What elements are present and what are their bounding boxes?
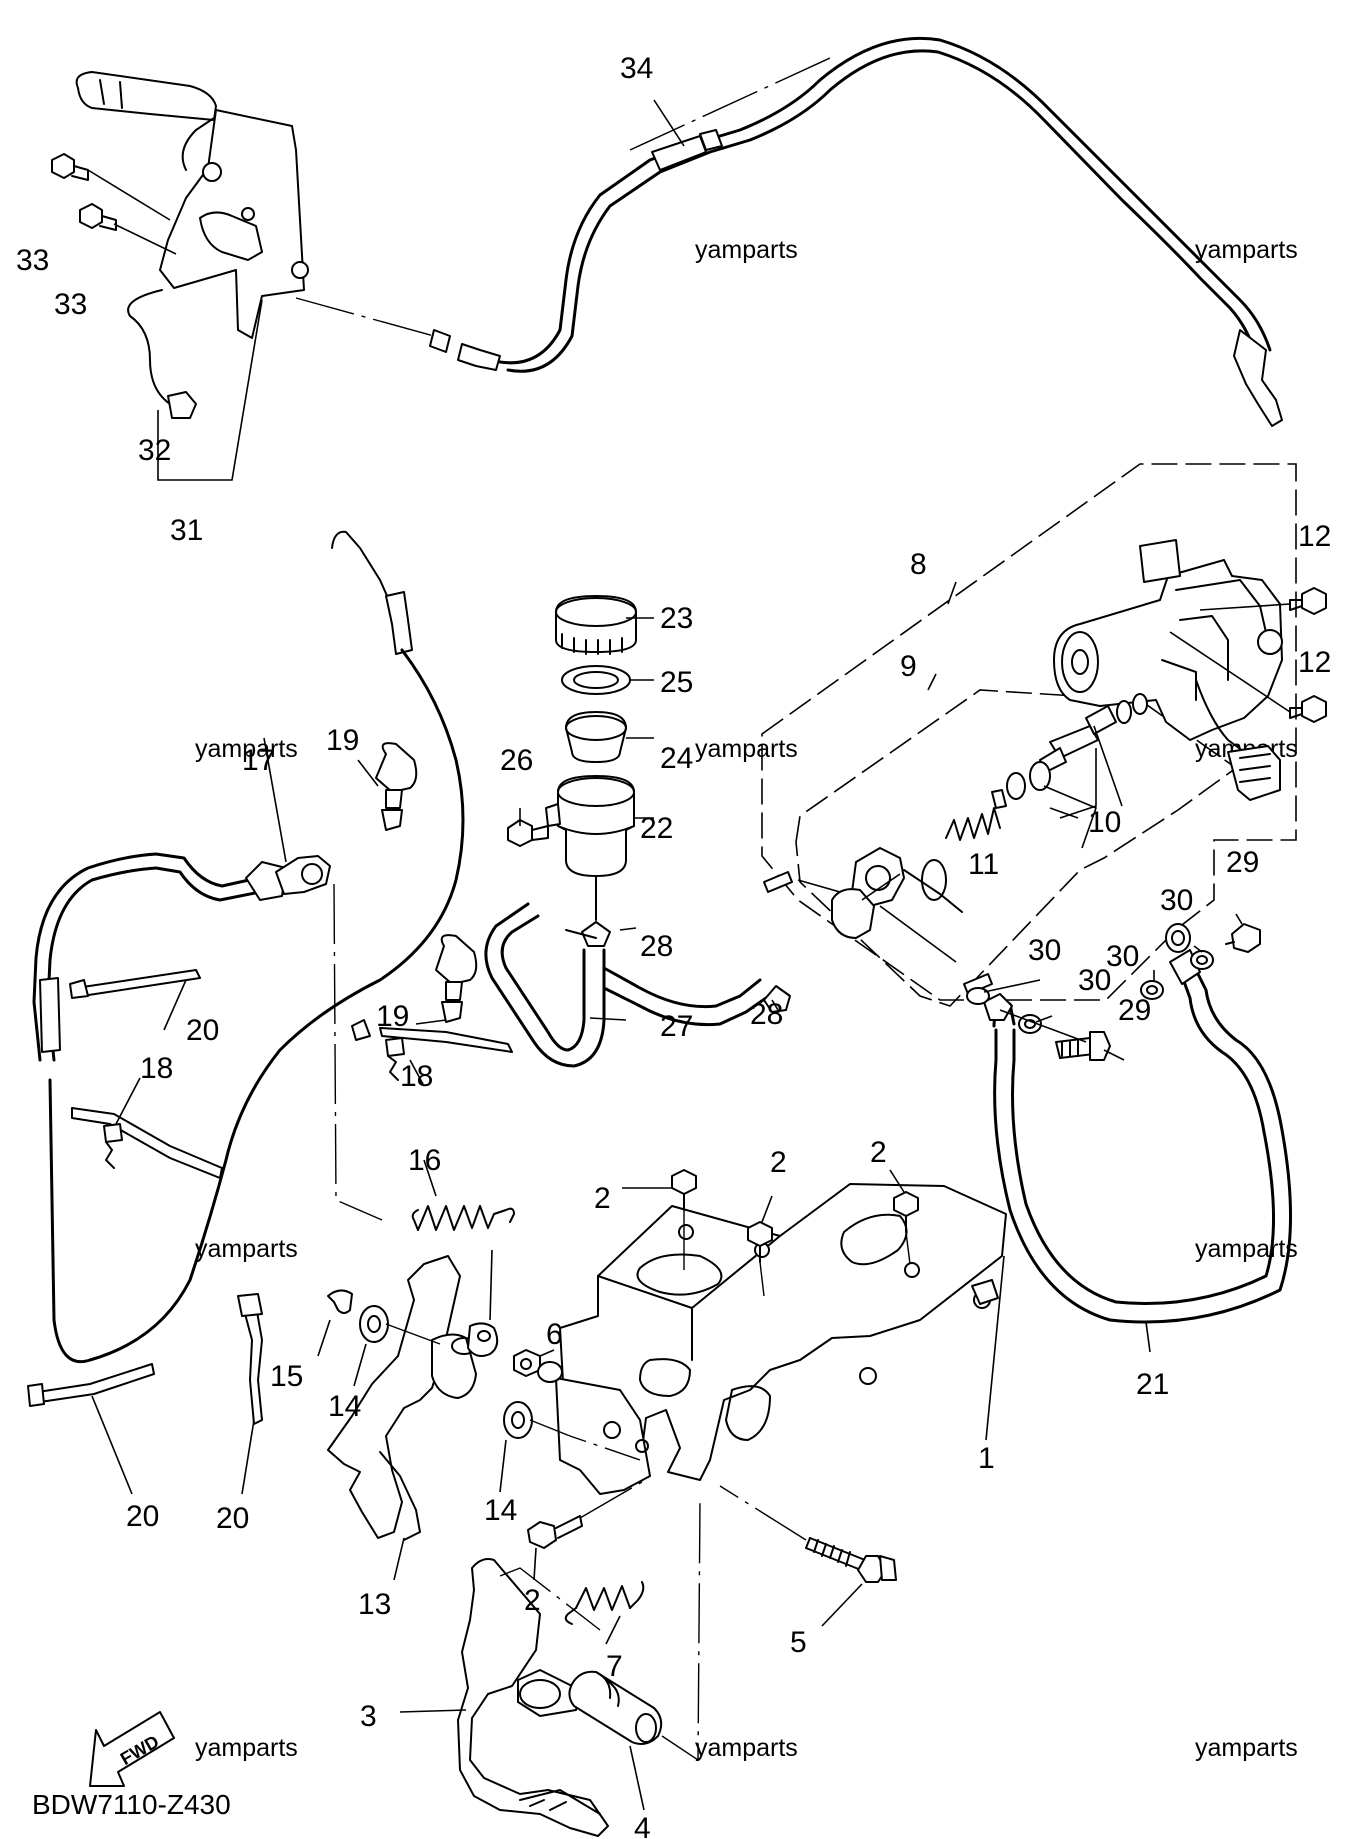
label-20: 20 — [126, 1500, 159, 1533]
label-30: 30 — [1160, 884, 1193, 917]
label-33: 33 — [16, 244, 49, 277]
brake-cable-assembly — [27, 530, 513, 1495]
watermark: yamparts — [1195, 1734, 1298, 1762]
label-9: 9 — [900, 650, 917, 683]
label-4: 4 — [634, 1812, 651, 1839]
label-14: 14 — [328, 1390, 361, 1423]
brake-pedal-assembly — [399, 1499, 701, 1837]
label-12: 12 — [1298, 646, 1331, 679]
label-12: 12 — [1298, 520, 1331, 553]
label-19: 19 — [376, 1000, 409, 1033]
watermark: yamparts — [695, 236, 798, 264]
label-29: 29 — [1226, 846, 1259, 879]
watermark: yamparts — [1195, 236, 1298, 264]
label-31: 31 — [170, 514, 203, 547]
label-30: 30 — [1106, 940, 1139, 973]
pedal-bracket-assembly — [499, 1169, 1007, 1627]
label-24: 24 — [660, 742, 693, 775]
label-28: 28 — [640, 930, 673, 963]
hydraulic-unit-assembly — [761, 463, 1327, 1007]
label-1: 1 — [978, 1442, 995, 1475]
watermark: yamparts — [695, 735, 798, 763]
label-29: 29 — [1118, 994, 1151, 1027]
label-7: 7 — [606, 1650, 623, 1683]
pedal-arm-assembly — [317, 1159, 515, 1581]
label-13: 13 — [358, 1588, 391, 1621]
label-2: 2 — [770, 1146, 787, 1179]
label-20: 20 — [186, 1014, 219, 1047]
label-16: 16 — [408, 1144, 441, 1177]
label-32: 32 — [138, 434, 171, 467]
label-15: 15 — [270, 1360, 303, 1393]
label-3: 3 — [360, 1700, 377, 1733]
label-leaders — [519, 581, 1243, 1353]
label-28: 28 — [750, 998, 783, 1031]
brake-hose — [966, 923, 1293, 1324]
label-27: 27 — [660, 1010, 693, 1043]
watermark: yamparts — [195, 1235, 298, 1263]
parking-brake-cable — [295, 36, 1283, 427]
label-20: 20 — [216, 1502, 249, 1535]
label-18: 18 — [140, 1052, 173, 1085]
label-11: 11 — [968, 848, 999, 881]
label-2: 2 — [870, 1136, 887, 1169]
label-22: 22 — [640, 812, 673, 845]
label-21: 21 — [1136, 1368, 1169, 1401]
label-2: 2 — [594, 1182, 611, 1215]
fwd-arrow-icon: FWD — [89, 1711, 175, 1787]
label-5: 5 — [790, 1626, 807, 1659]
label-2: 2 — [524, 1584, 541, 1617]
label-14: 14 — [484, 1494, 517, 1527]
diagram-code: BDW7110-Z430 — [32, 1789, 231, 1820]
label-6: 6 — [546, 1318, 563, 1351]
label-18: 18 — [400, 1060, 433, 1093]
watermark: yamparts — [1195, 1235, 1298, 1263]
label-23: 23 — [660, 602, 693, 635]
label-17: 17 — [242, 744, 275, 777]
label-25: 25 — [660, 666, 693, 699]
label-19: 19 — [326, 724, 359, 757]
parking-brake-lever-assembly — [51, 71, 309, 481]
label-26: 26 — [500, 744, 533, 777]
watermark: yamparts — [195, 1734, 298, 1762]
reservoir-assembly — [484, 595, 791, 1068]
label-30: 30 — [1028, 934, 1061, 967]
label-10: 10 — [1088, 806, 1121, 839]
label-30: 30 — [1078, 964, 1111, 997]
watermark: yamparts — [695, 1734, 798, 1762]
watermark: yamparts — [195, 735, 298, 763]
label-8: 8 — [910, 548, 927, 581]
part-labels: 34 33 33 32 31 8 9 10 11 12 12 23 25 24 … — [16, 52, 1331, 1839]
label-33: 33 — [54, 288, 87, 321]
label-34: 34 — [620, 52, 653, 85]
